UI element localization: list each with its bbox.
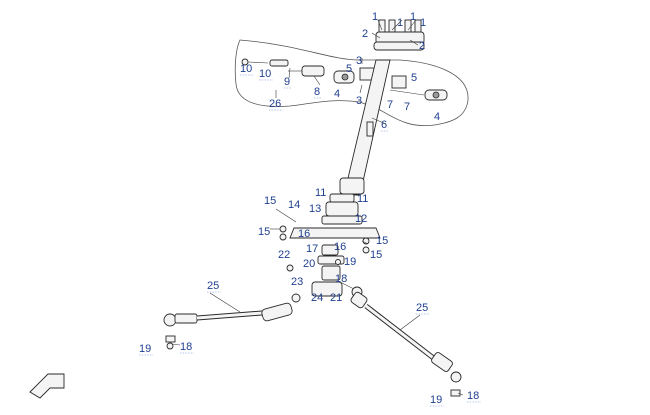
callout-3: 3 [356, 95, 362, 107]
callout-1: 1 [397, 17, 403, 29]
callout-9: 9 [284, 76, 290, 88]
callout-25: 25 [416, 302, 428, 314]
callout-underlines [139, 74, 481, 407]
callout-6: 6 [381, 119, 387, 131]
callout-1: 1 [420, 17, 426, 29]
clamp-parts [241, 58, 448, 101]
callout-4: 4 [334, 88, 340, 100]
top-bolts [373, 19, 425, 51]
callout-8: 8 [314, 86, 320, 98]
callout-21: 21 [330, 292, 342, 304]
callout-17: 17 [306, 243, 318, 255]
front-direction-arrow-icon [29, 373, 65, 399]
callout-12: 12 [355, 213, 367, 225]
handlebar-clamp-group-outline [234, 39, 469, 126]
callout-2: 2 [419, 40, 425, 52]
callout-26: 26 [269, 98, 281, 110]
callout-18: 18 [467, 390, 479, 402]
callout-19: 19 [344, 256, 356, 268]
callout-22: 22 [278, 249, 290, 261]
callout-1: 1 [372, 11, 378, 23]
callout-1: 1 [410, 11, 416, 23]
callout-23: 23 [291, 276, 303, 288]
callout-11: 11 [315, 187, 326, 199]
callout-19: 19 [430, 394, 442, 406]
callout-15: 15 [264, 195, 276, 207]
leader-lines [171, 19, 464, 396]
callout-20: 20 [303, 258, 315, 270]
callout-7: 7 [387, 99, 393, 111]
callout-16: 16 [334, 241, 346, 253]
callout-5: 5 [346, 63, 352, 75]
callout-10: 10 [240, 63, 252, 75]
callout-14: 14 [288, 199, 300, 211]
callout-19: 19 [139, 343, 151, 355]
callout-16: 16 [298, 228, 310, 240]
callout-15: 15 [376, 235, 388, 247]
callout-13: 13 [309, 203, 321, 215]
callout-labels: 1 1 1 1 2 2 3 3 4 4 5 5 6 7 7 8 9 10 10 … [139, 11, 479, 406]
callout-18: 18 [335, 273, 347, 285]
callout-4: 4 [434, 111, 440, 123]
callout-3: 3 [356, 55, 362, 67]
callout-10: 10 [259, 68, 271, 80]
right-tie-rod [350, 286, 462, 397]
callout-11: 11 [357, 193, 368, 205]
steering-bracket [279, 193, 381, 297]
left-tie-rod [163, 293, 301, 350]
callout-18: 18 [180, 341, 192, 353]
callout-7: 7 [404, 101, 410, 113]
callout-15: 15 [370, 249, 382, 261]
steering-column [339, 59, 391, 196]
callout-25: 25 [207, 280, 219, 292]
callout-5: 5 [411, 72, 417, 84]
callout-15: 15 [258, 226, 270, 238]
callout-2: 2 [362, 28, 368, 40]
callout-24: 24 [311, 292, 323, 304]
